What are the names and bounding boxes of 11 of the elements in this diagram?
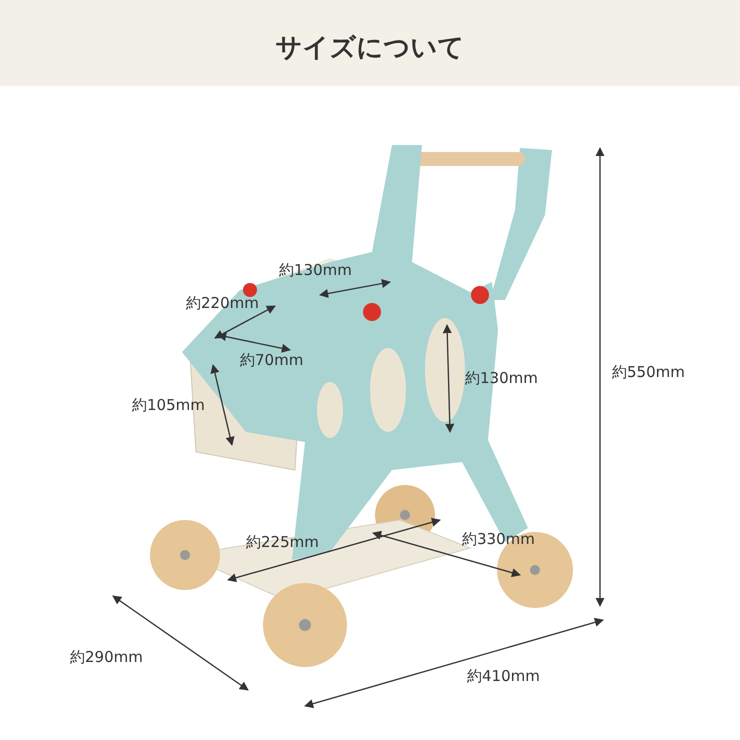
dimension-label: 約225mm <box>246 533 319 552</box>
page-title: サイズについて <box>276 32 464 65</box>
dimension-label: 約105mm <box>132 396 205 415</box>
dimension-label: 約130mm <box>279 261 352 280</box>
dimension-label: 約550mm <box>612 363 685 382</box>
dimension-label: 約70mm <box>240 351 304 370</box>
dimension-label: 約330mm <box>462 530 535 549</box>
dimension-label: 約290mm <box>70 648 143 667</box>
dimension-label: 約130mm <box>465 369 538 388</box>
dimension-label: 約410mm <box>467 667 540 686</box>
dimension-label: 約220mm <box>186 294 259 313</box>
